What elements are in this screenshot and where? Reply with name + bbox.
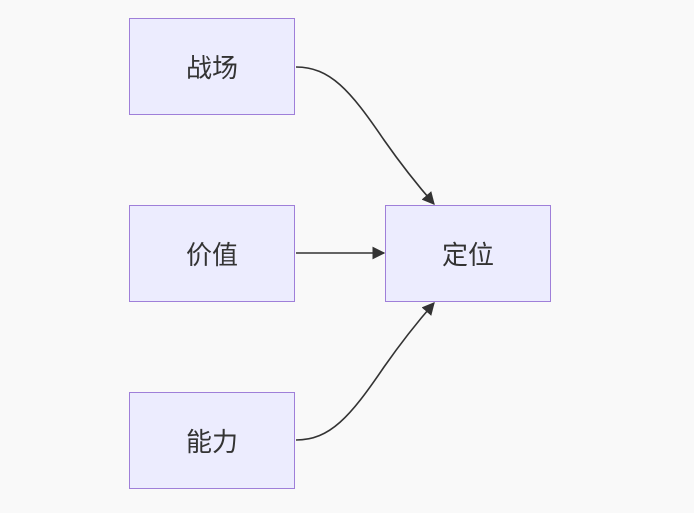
node-battlefield-label: 战场 (185, 54, 238, 84)
node-capability: 能力 (129, 392, 295, 489)
node-battlefield: 战场 (129, 18, 295, 115)
node-value: 价值 (129, 205, 295, 302)
node-positioning-label: 定位 (441, 241, 494, 271)
node-value-label: 价值 (185, 241, 238, 271)
edge-battlefield-to-positioning (295, 66, 435, 205)
edge-capability-to-positioning (295, 302, 435, 441)
node-positioning: 定位 (385, 205, 551, 302)
node-capability-label: 能力 (185, 428, 238, 458)
